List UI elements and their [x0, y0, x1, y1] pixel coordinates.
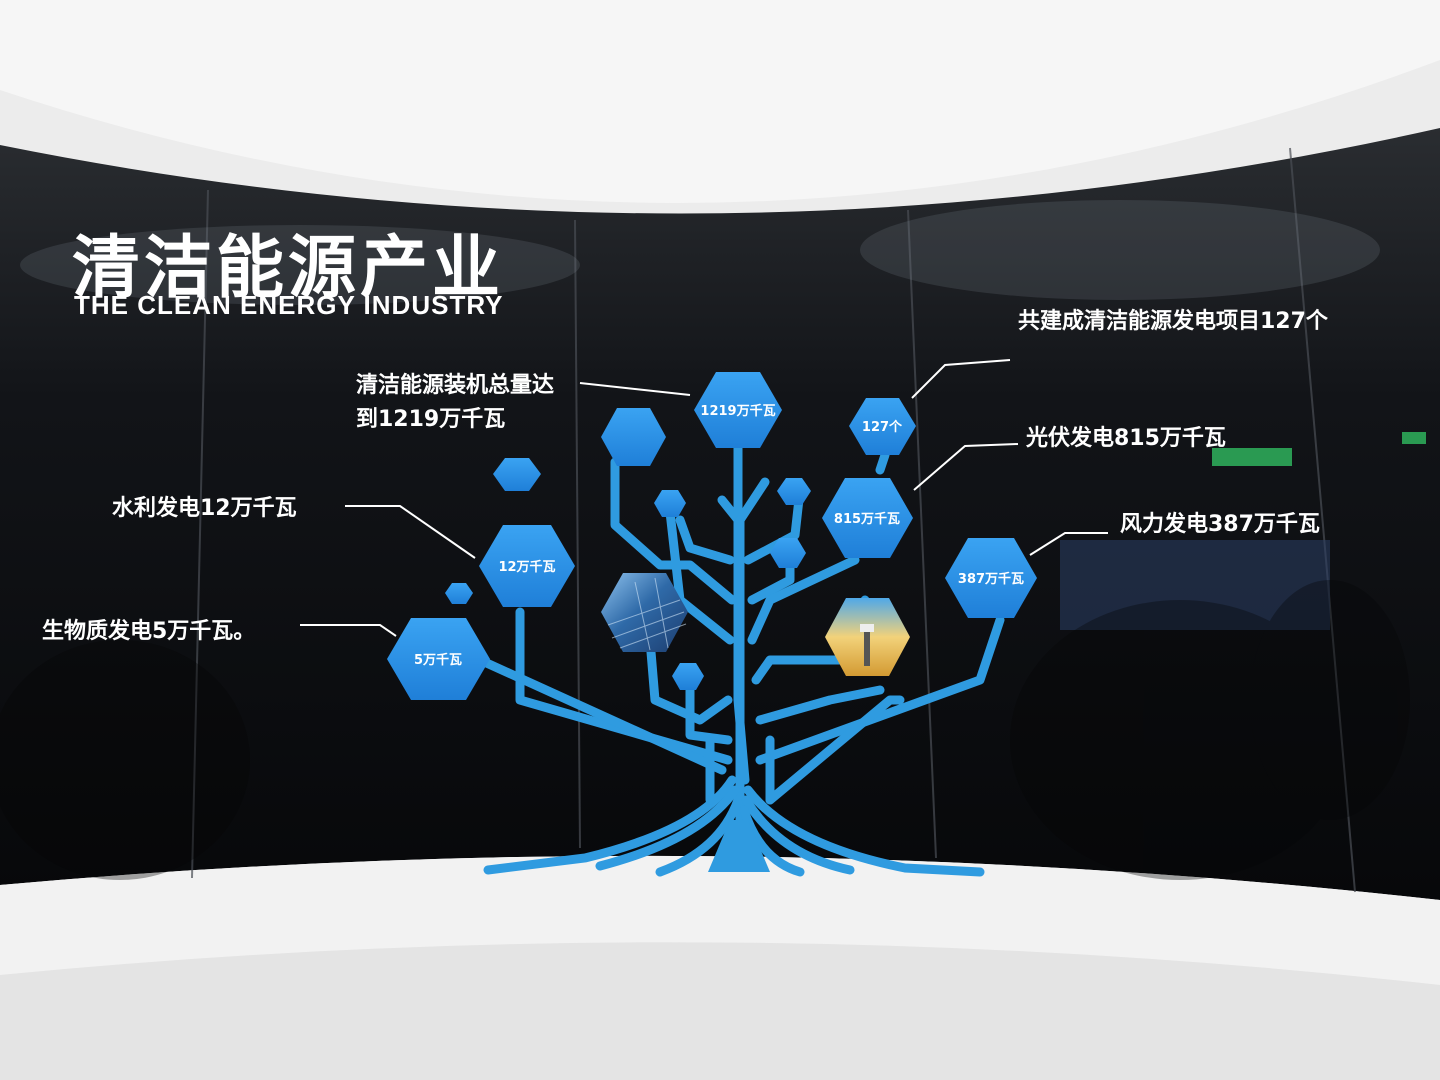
- leader-installed: [579, 382, 691, 396]
- hex-hydro-label: 12万千瓦: [498, 559, 555, 575]
- hex-projects: [849, 398, 916, 455]
- hex-solar: [822, 478, 913, 558]
- leader-biomass: [300, 624, 397, 637]
- hex-hydro: [479, 525, 575, 607]
- hex-total-label: 1219万千瓦: [700, 403, 775, 419]
- hex-deco-6: [445, 583, 473, 604]
- label-solar: 光伏发电815万千瓦: [1026, 426, 1226, 451]
- glass-panel: [0, 128, 1440, 900]
- label-installed-line1: 清洁能源装机总量达: [356, 373, 555, 398]
- hex-biomass: [387, 618, 490, 700]
- leader-solar: [913, 443, 1019, 491]
- tree-roots: [483, 735, 985, 877]
- label-installed-line2: 到1219万千瓦: [356, 407, 506, 432]
- hex-deco-5: [770, 538, 806, 568]
- hex-deco-2: [493, 458, 541, 491]
- label-hydro: 水利发电12万千瓦: [112, 496, 297, 521]
- exit-sign-small: [1402, 432, 1426, 444]
- label-biomass: 生物质发电5万千瓦。: [42, 619, 256, 644]
- leader-wind: [1029, 532, 1108, 556]
- leader-hydro: [345, 505, 476, 559]
- hex-deco-1: [601, 408, 666, 466]
- hex-deco-7: [672, 663, 704, 690]
- label-projects: 共建成清洁能源发电项目127个: [1018, 309, 1328, 334]
- hex-biomass-label: 5万千瓦: [414, 652, 462, 668]
- leader-projects: [911, 359, 1011, 399]
- exit-sign: [1212, 448, 1292, 466]
- page-title: 清洁能源产业: [72, 229, 505, 308]
- hex-deco-3: [654, 490, 686, 517]
- page-subtitle: THE CLEAN ENERGY INDUSTRY: [74, 290, 504, 320]
- hex-total: [694, 372, 782, 448]
- label-wind: 风力发电387万千瓦: [1120, 512, 1320, 537]
- hex-solar-label: 815万千瓦: [834, 511, 900, 527]
- tree-graphic: [475, 435, 1005, 865]
- hex-wind: [945, 538, 1037, 618]
- hex-wind-label: 387万千瓦: [958, 571, 1024, 587]
- hex-projects-label: 127个: [862, 419, 903, 435]
- hex-deco-4: [777, 478, 811, 505]
